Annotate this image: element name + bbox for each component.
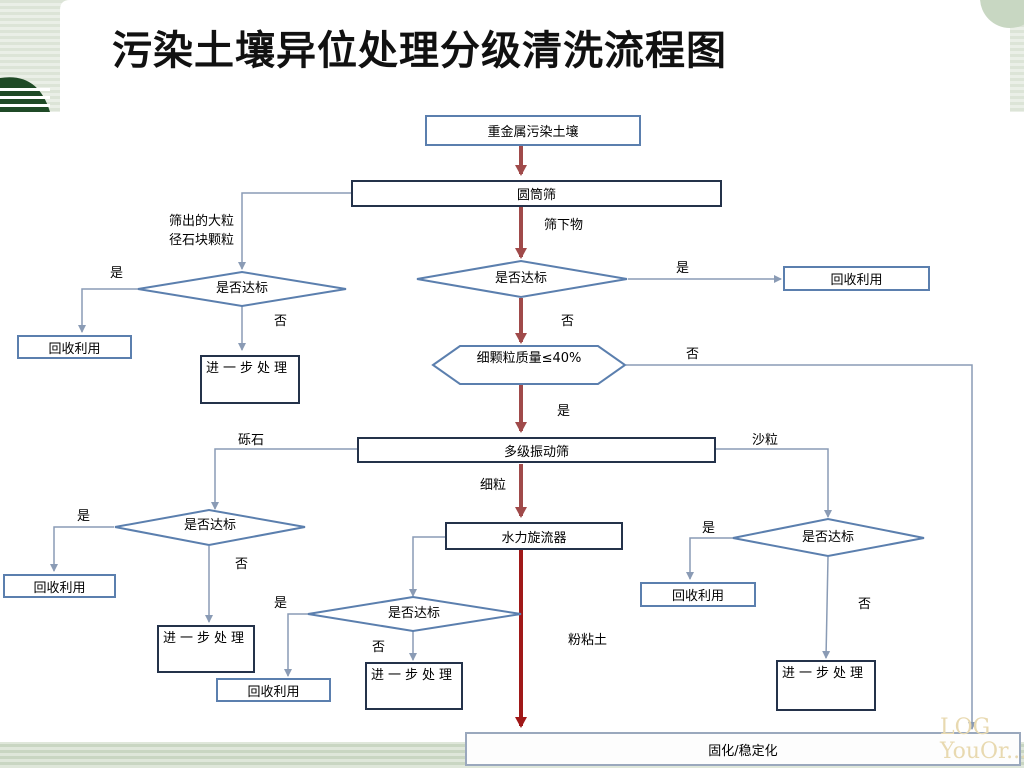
further-coarse-node: 进一步处理 [200, 355, 300, 404]
fine-ratio-label: 细颗粒质量≤40% [476, 351, 582, 366]
fine-ratio-hexagon [431, 345, 627, 385]
further-cyclone-node: 进一步处理 [365, 662, 463, 710]
further-sand-node: 进一步处理 [776, 660, 876, 711]
check-diamond-sand [732, 517, 925, 558]
left-arc-decoration [0, 77, 50, 112]
source-node: 重金属污染土壤 [425, 115, 641, 146]
solidify-node: 固化/稳定化 [465, 732, 1021, 766]
further-gravel-node: 进一步处理 [157, 625, 255, 673]
sand-yes-label: 是 [702, 521, 716, 536]
corner-circle-decoration [980, 0, 1024, 28]
fine-yes-label: 是 [557, 404, 571, 419]
check-label-main: 是否达标 [494, 271, 547, 286]
check-label-coarse: 是否达标 [215, 281, 268, 296]
hydrocyclone-node: 水力旋流器 [445, 522, 623, 550]
drum-screen-node: 圆筒筛 [351, 180, 722, 207]
slide-title: 污染土壤异位处理分级清洗流程图 [112, 27, 727, 74]
sand-no-label: 否 [858, 597, 872, 612]
gravel-no-label: 否 [235, 557, 249, 572]
check-label-gravel: 是否达标 [183, 518, 236, 533]
vibrating-screen-node: 多级振动筛 [357, 437, 716, 463]
recycle-sand-node: 回收利用 [640, 582, 756, 607]
fine-no-connector [626, 364, 976, 730]
watermark-logo: LOG YouOr... [940, 715, 1024, 764]
oversize-connector [238, 192, 351, 270]
silt-clay-label: 粉粘土 [568, 633, 608, 648]
check-diamond-gravel [114, 508, 306, 547]
recycle-gravel-node: 回收利用 [3, 574, 116, 598]
gravel-label: 砾石 [238, 433, 265, 448]
sand-yes-connector [686, 537, 733, 580]
fine-no-label: 否 [686, 347, 700, 362]
sand-no-connector [822, 556, 831, 659]
cyclone-yes-connector [284, 613, 308, 677]
coarse-yes-connector [78, 288, 138, 333]
cyclone-no-label: 否 [372, 640, 386, 655]
oversize-label-line1: 筛出的大粒 [168, 214, 234, 229]
sand-connector [716, 448, 832, 518]
check-diamond-cyclone [307, 595, 522, 633]
gravel-yes-label: 是 [77, 509, 91, 524]
coarse-yes-label: 是 [110, 266, 124, 281]
cyclone-connector [409, 536, 445, 597]
check-diamond-coarse [137, 270, 347, 308]
sand-label: 沙粒 [752, 433, 779, 448]
undersize-label: 筛下物 [544, 218, 584, 233]
main-no-label: 否 [561, 314, 575, 329]
main-yes-label: 是 [676, 261, 690, 276]
recycle-cyclone-node: 回收利用 [216, 678, 331, 702]
cyclone-yes-label: 是 [274, 596, 288, 611]
recycle-coarse-node: 回收利用 [17, 335, 132, 359]
coarse-no-label: 否 [274, 314, 288, 329]
check-label-cyclone: 是否达标 [387, 606, 440, 621]
gravel-connector [211, 448, 357, 510]
check-diamond-main [416, 259, 628, 299]
gravel-yes-connector [50, 526, 114, 572]
fine-grain-label: 细粒 [480, 478, 507, 493]
recycle-main-node: 回收利用 [783, 266, 930, 291]
oversize-label-line2: 径石块颗粒 [168, 233, 234, 248]
check-label-sand: 是否达标 [801, 530, 854, 545]
